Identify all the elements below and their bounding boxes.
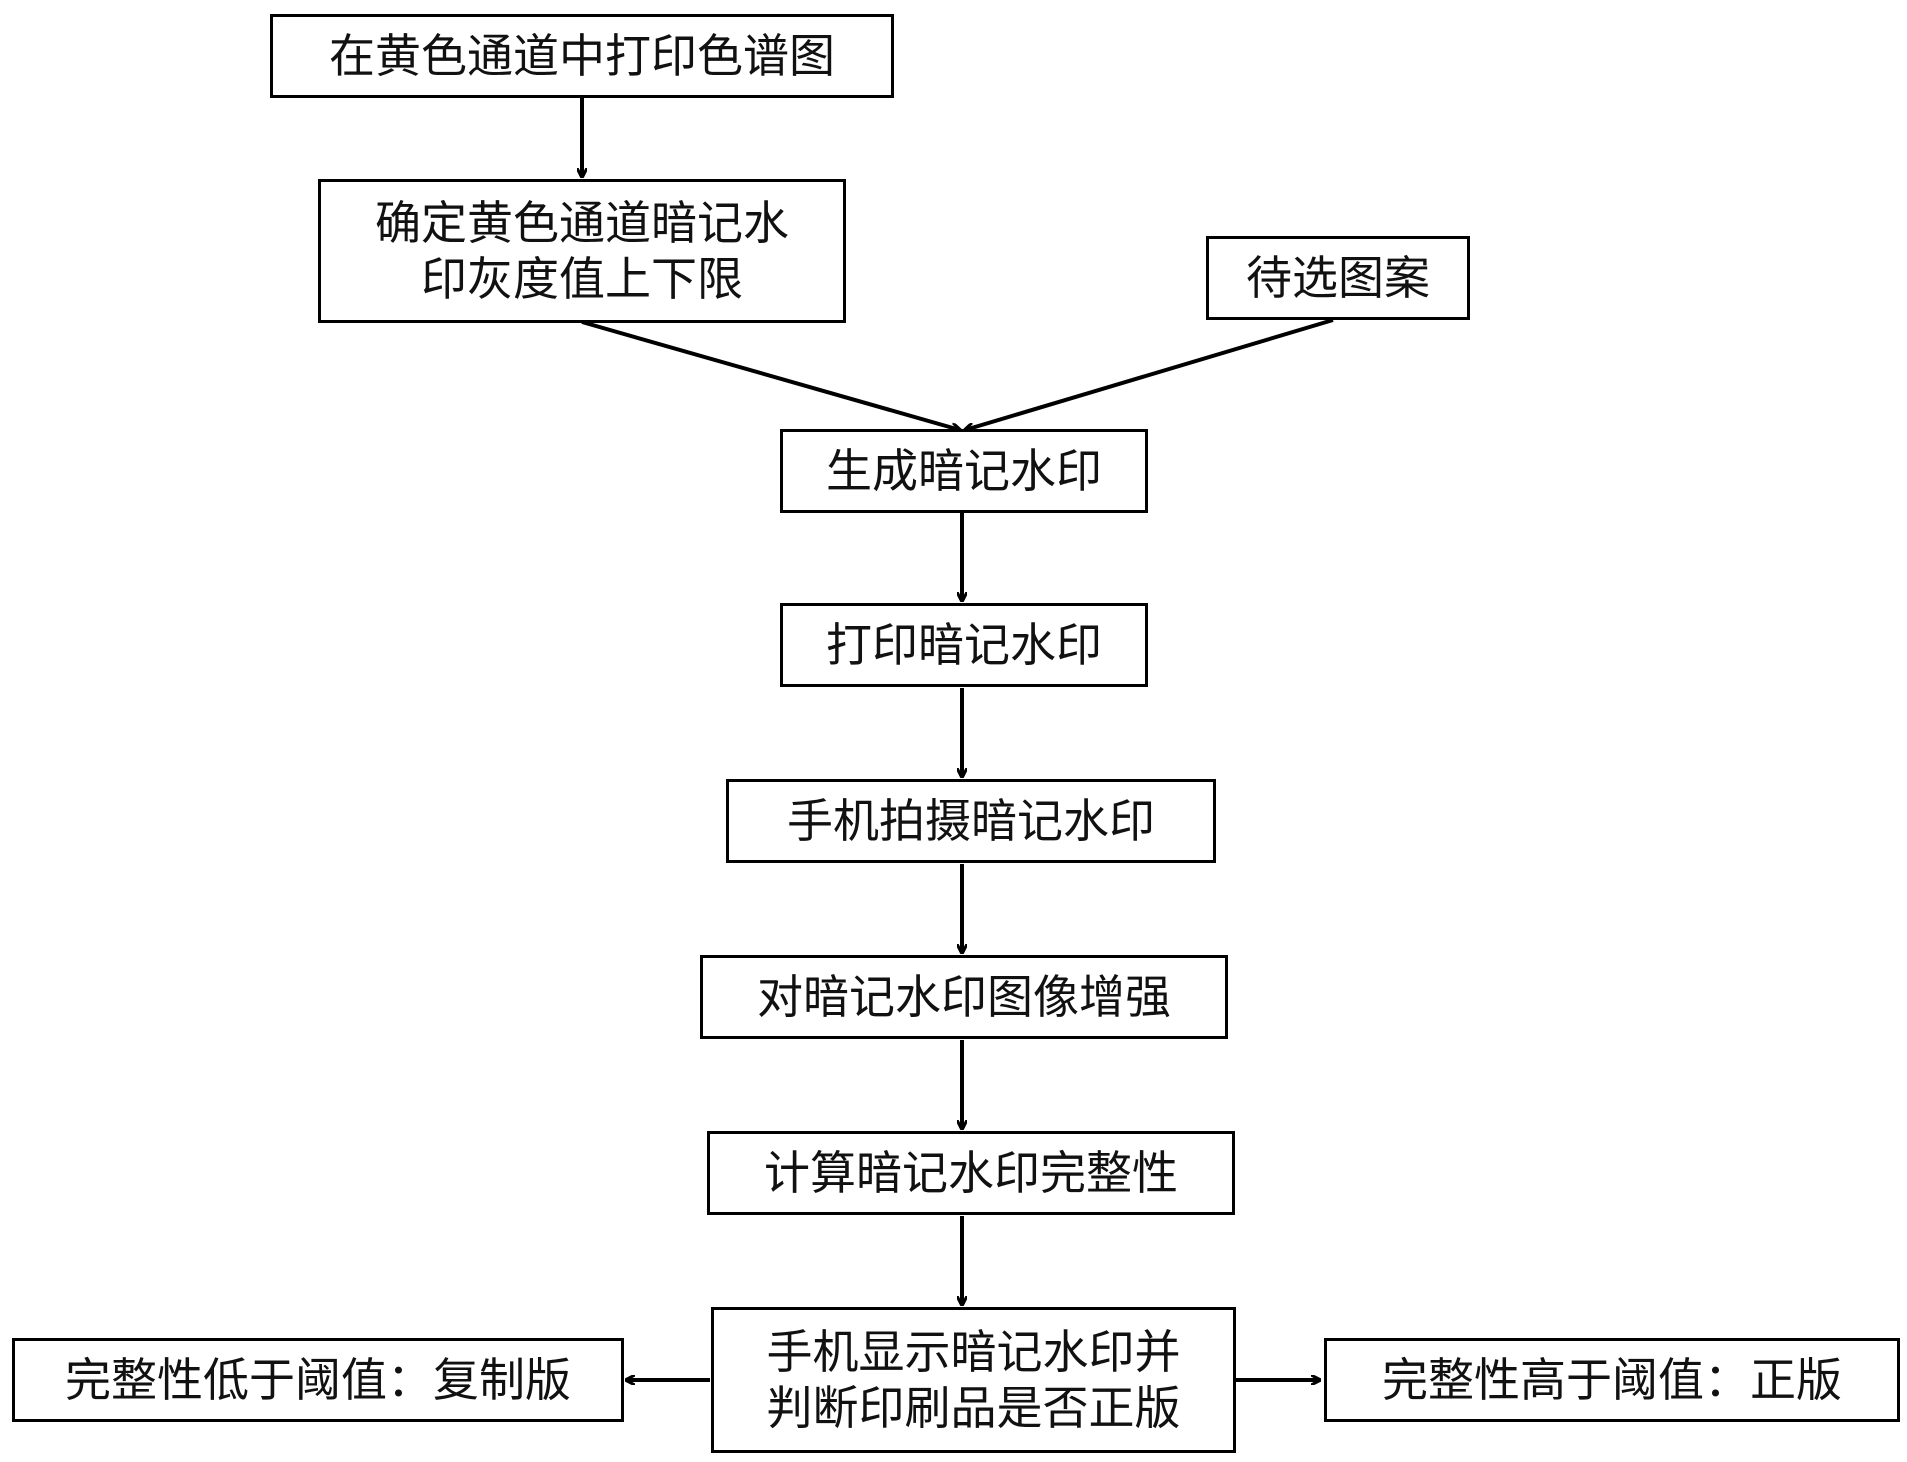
node-phone-capture-label: 手机拍摄暗记水印 [787,794,1155,848]
node-enhance-image-label: 对暗记水印图像增强 [757,970,1171,1024]
node-result-genuine-label: 完整性高于阈值：正版 [1382,1353,1842,1407]
node-print-watermark: 打印暗记水印 [780,603,1148,687]
node-candidate-pattern-label: 待选图案 [1246,251,1430,305]
node-generate-watermark-label: 生成暗记水印 [826,444,1102,498]
node-enhance-image: 对暗记水印图像增强 [700,955,1228,1039]
node-display-and-judge-line2: 判断印刷品是否正版 [766,1381,1181,1435]
node-determine-gray-limits-line1: 确定黄色通道暗记水 [375,196,789,250]
node-result-genuine: 完整性高于阈值：正版 [1324,1338,1900,1422]
node-display-and-judge-line1: 手机显示暗记水印并 [766,1325,1181,1379]
arrow-pattern-to-generate [965,318,1334,430]
node-compute-integrity: 计算暗记水印完整性 [707,1131,1235,1215]
node-phone-capture: 手机拍摄暗记水印 [726,779,1216,863]
node-print-color-chart: 在黄色通道中打印色谱图 [270,14,894,98]
node-generate-watermark: 生成暗记水印 [780,429,1148,513]
node-print-watermark-label: 打印暗记水印 [826,618,1102,672]
node-candidate-pattern: 待选图案 [1206,236,1470,320]
node-determine-gray-limits-line2: 印灰度值上下限 [421,252,743,306]
node-display-and-judge: 手机显示暗记水印并 判断印刷品是否正版 [711,1307,1236,1453]
node-determine-gray-limits: 确定黄色通道暗记水 印灰度值上下限 [318,179,846,323]
node-print-color-chart-label: 在黄色通道中打印色谱图 [329,29,835,83]
arrow-limits-to-generate [581,320,960,430]
node-result-copy-label: 完整性低于阈值：复制版 [65,1353,571,1407]
node-compute-integrity-label: 计算暗记水印完整性 [764,1146,1178,1200]
node-result-copy: 完整性低于阈值：复制版 [12,1338,624,1422]
